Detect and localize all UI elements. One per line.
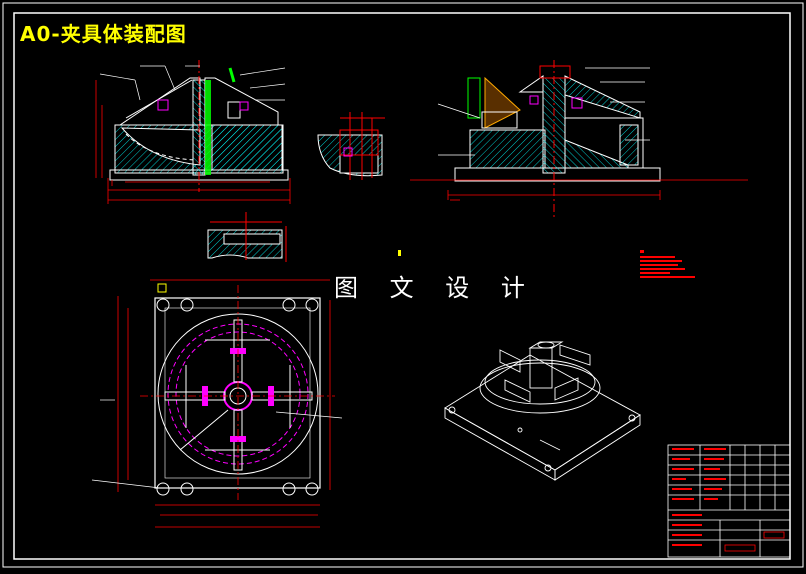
partial-section-view xyxy=(317,112,385,180)
top-strip-view xyxy=(207,212,287,262)
plan-view xyxy=(91,279,343,528)
title-block-text-marks xyxy=(672,448,726,546)
drawing-title: A0-夹具体装配图 xyxy=(20,22,187,46)
notes-block xyxy=(640,250,695,278)
section-markers xyxy=(157,250,401,293)
front-section-view xyxy=(95,60,291,204)
watermark-text: 图 文 设 计 xyxy=(334,274,537,302)
side-section-view xyxy=(410,60,748,220)
isometric-view xyxy=(444,341,641,481)
title-block xyxy=(667,444,791,558)
